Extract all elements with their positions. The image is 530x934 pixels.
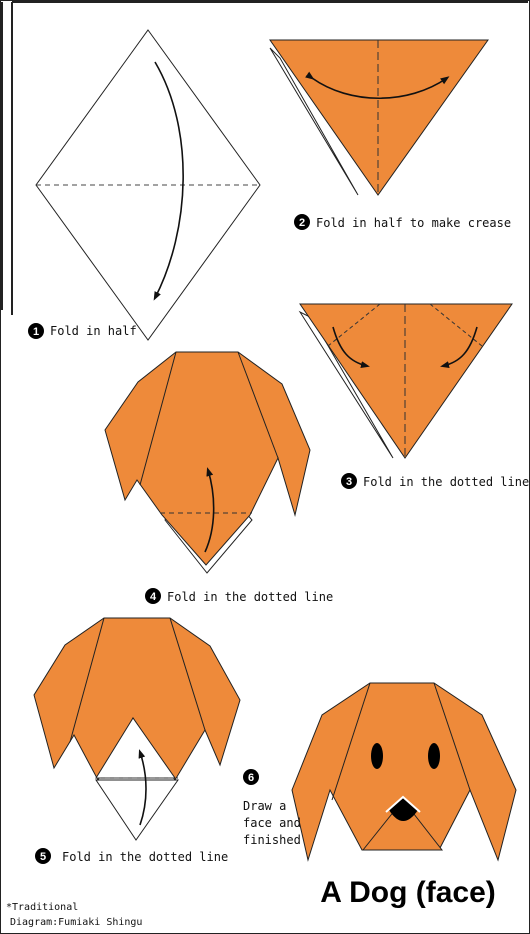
svg-text:Fold in the dotted line: Fold in the dotted line (363, 475, 529, 489)
dog-left-eye (371, 743, 383, 769)
svg-text:face and: face and (243, 816, 301, 830)
step-2-figure (269, 39, 489, 196)
step-3-label: 3 Fold in the dotted line (341, 473, 529, 489)
svg-text:6: 6 (248, 772, 254, 784)
step-6-label: 6 Draw a face and finished (243, 769, 301, 847)
svg-text:*Traditional: *Traditional (6, 902, 78, 913)
svg-text:1: 1 (33, 326, 39, 338)
svg-text:2: 2 (299, 217, 305, 229)
svg-text:Fold in the dotted line: Fold in the dotted line (62, 850, 228, 864)
svg-text:4: 4 (150, 591, 157, 603)
step-5-label: 5 Fold in the dotted line (35, 848, 228, 864)
step-4-label: 4 Fold in the dotted line (145, 588, 333, 604)
step-2-label: 2 Fold in half to make crease (294, 214, 511, 230)
step-4-figure (104, 351, 311, 574)
dog-right-eye (428, 743, 440, 769)
svg-text:Draw a: Draw a (243, 799, 286, 813)
step-6-figure (291, 682, 517, 862)
step-1-label: 1 Fold in half (28, 323, 137, 339)
svg-text:Diagram:Fumiaki Shingu: Diagram:Fumiaki Shingu (10, 917, 142, 928)
credits: *Traditional Diagram:Fumiaki Shingu (6, 902, 142, 928)
diagram-title: A Dog (face) (320, 876, 496, 909)
dog-nose (389, 798, 418, 821)
svg-text:Fold in half to make crease: Fold in half to make crease (316, 216, 511, 230)
step-1-figure (35, 29, 261, 341)
step-5-figure (33, 617, 241, 841)
svg-text:finished: finished (243, 833, 301, 847)
svg-text:3: 3 (346, 476, 352, 488)
step-3-figure (298, 303, 513, 459)
svg-text:Fold in the dotted line: Fold in the dotted line (167, 590, 333, 604)
svg-text:Fold in half: Fold in half (50, 324, 137, 338)
svg-text:5: 5 (40, 851, 46, 863)
